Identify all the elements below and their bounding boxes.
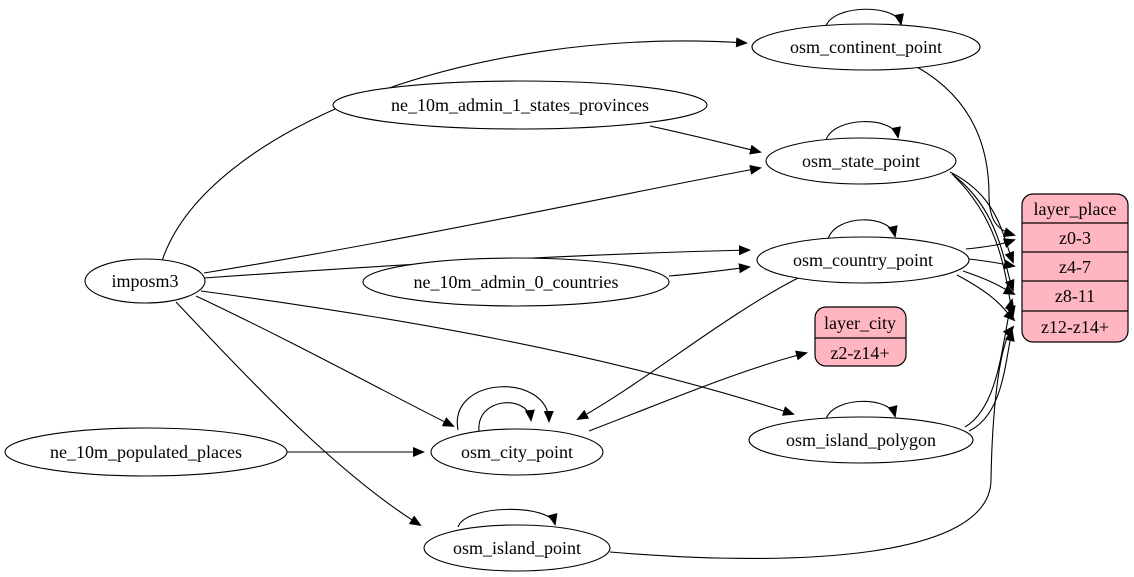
self-loop-osm_island_point	[457, 508, 558, 528]
node-ne_10m_admin_0_countries-shape	[362, 257, 670, 307]
node-imposm3-shape	[84, 258, 206, 304]
record-layer_place: layer_place z0-3 z4-7 z8-11 z12-z14+	[1021, 193, 1129, 343]
edge-imposm3-osm_state_point	[203, 164, 762, 274]
edge-osm_island_polygon-z8-11	[964, 298, 1015, 428]
record-layer_place-box	[1021, 193, 1129, 343]
node-ne_10m_admin_1_states_provinces-shape	[332, 80, 708, 130]
node-osm_country_point: osm_country_point	[756, 236, 970, 284]
edges-layer	[161, 8, 1016, 559]
self-loop-osm_city_point-outer	[456, 386, 554, 431]
edge-osm_country_point-z0-3	[965, 238, 1016, 250]
edge-osm_country_point-z8-11	[962, 270, 1016, 295]
node-osm_country_point-label: osm_country_point	[793, 250, 933, 270]
record-layer_city: layer_city z2-z14+	[814, 306, 907, 367]
node-ne_10m_admin_1_states_provinces-label: ne_10m_admin_1_states_provinces	[391, 95, 649, 115]
edge-osm_continent_point-z0-3	[916, 66, 1016, 237]
record-layer_place-row-z0-3: z0-3	[1059, 228, 1091, 248]
node-ne_10m_populated_places-shape	[4, 427, 288, 477]
record-layer_city-row-z2-z14: z2-z14+	[830, 343, 889, 363]
node-osm_continent_point-shape	[751, 23, 981, 71]
edge-imposm3-osm_island_polygon	[200, 290, 795, 416]
node-ne_10m_admin_0_countries: ne_10m_admin_0_countries	[362, 257, 670, 307]
edge-osm_island_point-z12-z14	[609, 325, 1015, 559]
record-layer_city-title: layer_city	[824, 313, 896, 333]
edge-osm_state_point-z4-7	[949, 171, 1015, 264]
node-osm_state_point-shape	[765, 137, 957, 185]
edge-imposm3-osm_island_point	[175, 301, 422, 527]
node-osm_island_polygon: osm_island_polygon	[748, 416, 974, 464]
edge-osm_country_point-osm_city_point	[576, 276, 801, 420]
record-layer_place-row-z4-7: z4-7	[1059, 257, 1091, 277]
edge-osm_country_point-z4-7	[968, 258, 1016, 270]
node-osm_city_point-shape	[430, 428, 604, 476]
node-osm_island_point-shape	[423, 524, 611, 572]
edge-osm_country_point-z12-z14	[956, 274, 1016, 322]
edge-imposm3-osm_city_point	[195, 295, 455, 427]
record-layer_place-row-z12-z14: z12-z14+	[1041, 317, 1109, 337]
record-layer_city-box	[814, 306, 907, 367]
node-osm_city_point: osm_city_point	[430, 428, 604, 476]
self-loop-osm_continent_point	[825, 8, 904, 27]
node-ne_10m_admin_0_countries-label: ne_10m_admin_0_countries	[414, 272, 619, 292]
node-osm_island_point-label: osm_island_point	[453, 538, 581, 558]
edge-ne_10m_admin_0_countries-osm_country_point	[668, 263, 751, 277]
node-osm_state_point-label: osm_state_point	[802, 151, 920, 171]
node-osm_state_point: osm_state_point	[765, 137, 957, 185]
node-osm_continent_point: osm_continent_point	[751, 23, 981, 71]
node-ne_10m_populated_places-label: ne_10m_populated_places	[50, 442, 242, 462]
node-osm_country_point-shape	[756, 236, 970, 284]
node-osm_island_polygon-label: osm_island_polygon	[786, 430, 936, 450]
edge-osm_island_polygon-z12-z14	[968, 329, 1015, 432]
record-layer_place-title: layer_place	[1034, 199, 1117, 219]
edge-osm_city_point-layer_city_z2	[588, 350, 808, 432]
self-loop-osm_city_point-inner	[478, 402, 535, 432]
node-imposm3: imposm3	[84, 258, 206, 304]
node-osm_island_polygon-shape	[748, 416, 974, 464]
edge-ne_10m_admin_1_states_provinces-osm_state_point	[649, 125, 762, 155]
self-loop-osm_country_point	[827, 219, 898, 240]
record-layer_place-row-z8-11: z8-11	[1055, 286, 1095, 306]
edge-osm_state_point-z8-11	[951, 173, 1015, 292]
self-loop-osm_state_point	[825, 121, 902, 141]
node-ne_10m_populated_places: ne_10m_populated_places	[4, 427, 288, 477]
node-osm_island_point: osm_island_point	[423, 524, 611, 572]
node-osm_continent_point-label: osm_continent_point	[790, 37, 942, 57]
node-ne_10m_admin_1_states_provinces: ne_10m_admin_1_states_provinces	[332, 80, 708, 130]
node-imposm3-label: imposm3	[111, 271, 178, 291]
node-osm_city_point-label: osm_city_point	[461, 442, 573, 462]
self-loop-osm_island_polygon	[825, 400, 898, 420]
